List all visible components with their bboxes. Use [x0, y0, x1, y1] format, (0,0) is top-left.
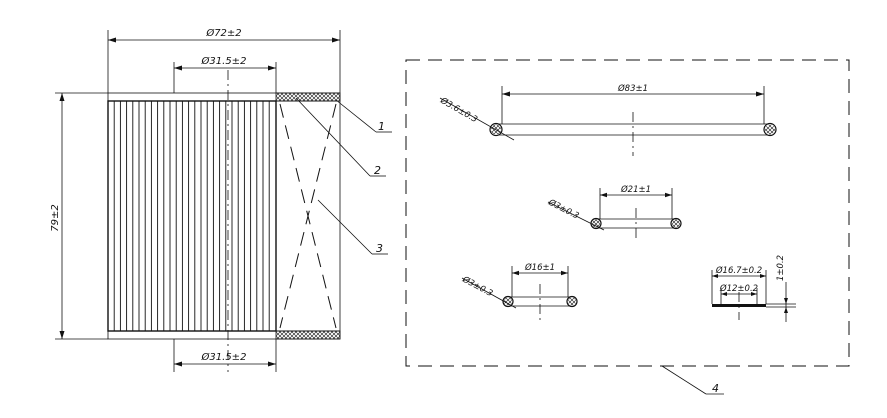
core-diagonal-2 [279, 103, 337, 329]
oring-small: Ø16±1 Ø3±0.3 [460, 262, 578, 320]
oring-medium: Ø21±1 Ø3±0.3 [546, 184, 682, 242]
top-seal [275, 92, 341, 102]
height-dimension: 79±2 [50, 92, 108, 340]
kit-box [405, 59, 850, 367]
kit-box-outline [405, 59, 850, 367]
height-label: 79±2 [50, 204, 61, 231]
callout-1-label: 1 [378, 120, 385, 133]
oring-large: Ø83±1 Ø3.6±0.3 [438, 83, 777, 156]
callout-2: 2 [295, 97, 386, 177]
oring-small-diameter-label: Ø16±1 [524, 262, 555, 273]
oring-large-section-label: Ø3.6±0.3 [438, 95, 480, 125]
washer-outer-label: Ø16.7±0.2 [715, 265, 762, 276]
oring-large-diameter-label: Ø83±1 [617, 83, 648, 94]
inner-diameter-bottom-label: Ø31.5±2 [201, 351, 247, 363]
callout-2-label: 2 [374, 164, 381, 177]
flat-washer: Ø16.7±0.2 Ø12±0.2 1±0.2 [711, 255, 796, 322]
oring-small-section-label: Ø3±0.3 [460, 273, 495, 299]
callout-4-label: 4 [712, 382, 719, 395]
callout-4: 4 [661, 365, 724, 395]
inner-diameter-top-label: Ø31.5±2 [201, 55, 247, 67]
washer-body [712, 304, 766, 307]
inner-diameter-top-dimension: Ø31.5±2 [173, 55, 277, 93]
callout-3-label: 3 [376, 242, 383, 255]
oring-medium-section-label: Ø3±0.3 [546, 196, 581, 221]
bottom-seal [275, 330, 341, 340]
pleat-lines [113, 101, 270, 331]
washer-thickness-label: 1±0.2 [776, 255, 786, 281]
core-section [275, 100, 341, 332]
inner-diameter-bottom-dimension: Ø31.5±2 [173, 339, 277, 372]
oring-medium-diameter-label: Ø21±1 [620, 184, 651, 195]
callout-3: 3 [317, 199, 388, 255]
washer-inner-label: Ø12±0.2 [719, 283, 758, 294]
outer-diameter-label: Ø72±2 [205, 27, 241, 39]
callout-1: 1 [335, 99, 392, 133]
outer-diameter-dimension: Ø72±2 [107, 27, 341, 93]
filter-element [107, 70, 341, 372]
